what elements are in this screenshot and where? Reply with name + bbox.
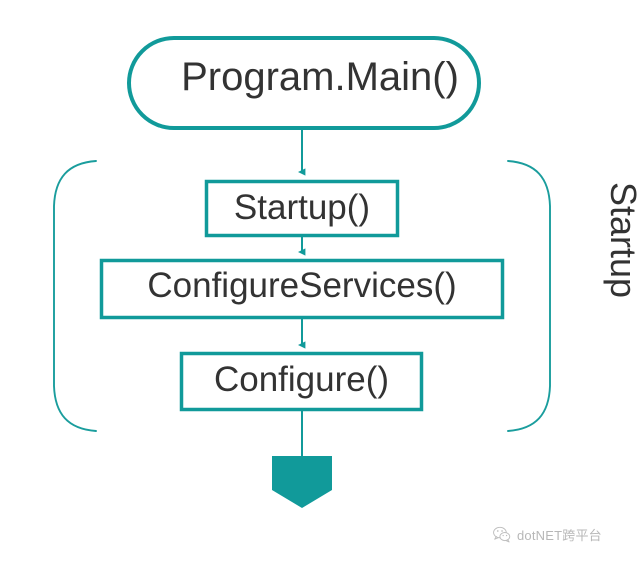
wechat-logo-icon: [493, 526, 511, 543]
node-label-program-main: Program.Main(): [181, 55, 459, 99]
group-bracket-left: [53, 160, 97, 432]
node-label-configure-services: ConfigureServices(): [147, 266, 457, 305]
watermark: dotNET跨平台: [492, 525, 602, 544]
node-label-configure: Configure(): [213, 360, 390, 399]
node-configure[interactable]: [179, 351, 424, 412]
group-bracket-right: [507, 160, 551, 432]
node-label-startup: Startup(): [233, 188, 371, 227]
watermark-text: dotNET跨平台: [517, 528, 602, 543]
node-terminator[interactable]: [272, 456, 332, 508]
node-program-main[interactable]: [127, 36, 481, 130]
node-configure-services[interactable]: [99, 258, 505, 320]
group-label-startup: Startup: [603, 181, 640, 299]
node-startup[interactable]: [204, 179, 400, 238]
